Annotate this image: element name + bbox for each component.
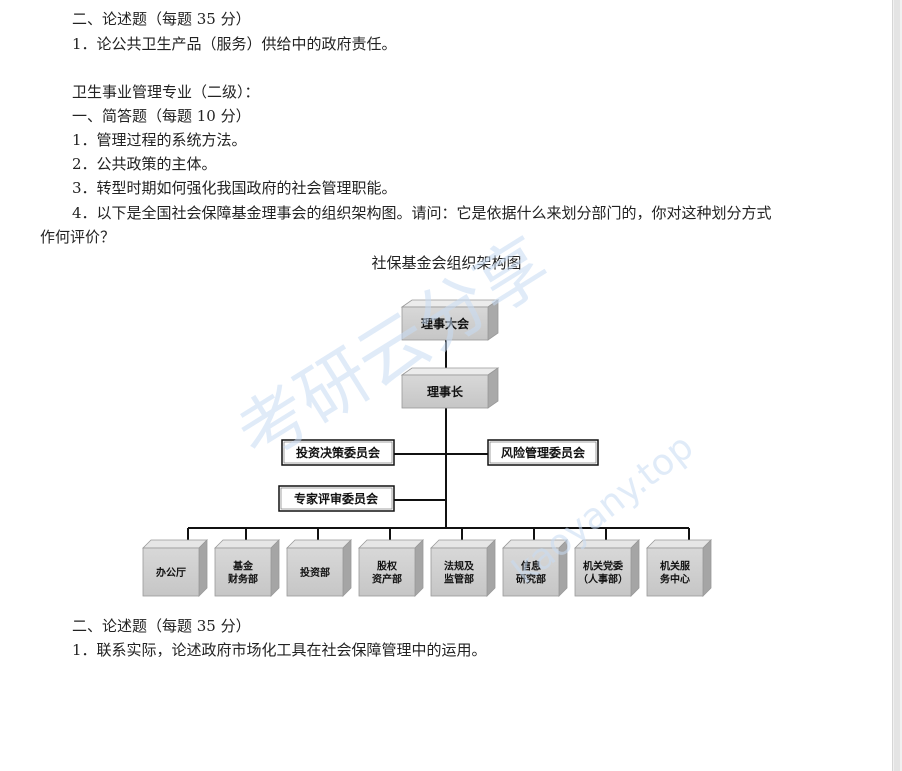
section-heading-short: 一、简答题（每题 10 分） (72, 107, 251, 125)
department-label: 务中心 (660, 573, 690, 586)
department-label: （人事部） (578, 573, 628, 586)
department-label: 基金 (232, 560, 254, 573)
board-label: 理事大会 (421, 316, 470, 331)
question-text: 1．论公共卫生产品（服务）供给中的政府责任。 (72, 35, 397, 53)
question-text: 3．转型时期如何强化我国政府的社会管理职能。 (72, 179, 397, 197)
department-label: 财务部 (227, 573, 258, 586)
department-label: 研究部 (516, 573, 546, 586)
department-label: 办公厅 (156, 566, 186, 579)
scrollbar-thumb[interactable] (894, 0, 900, 771)
expert-committee-box: 专家评审委员会 (278, 485, 395, 512)
department-label: 监管部 (444, 573, 474, 586)
vertical-scrollbar[interactable] (892, 0, 902, 771)
section-heading-essay: 二、论述题（每题 35 分） (72, 10, 251, 28)
chart-caption: 社保基金会组织架构图 (371, 254, 522, 272)
investment-committee-box: 投资决策委员会 (281, 439, 395, 466)
department-label: 机关党委 (583, 560, 624, 573)
chair-label: 理事长 (427, 384, 464, 399)
department-label: 股权 (377, 560, 398, 573)
department-label: 法规及 (444, 560, 475, 573)
department-box: 机关党委（人事部） (574, 539, 640, 597)
investment-committee-label: 投资决策委员会 (296, 445, 381, 460)
expert-committee-label: 专家评审委员会 (294, 491, 379, 506)
department-label: 机关服 (660, 560, 691, 573)
risk-committee-box: 风险管理委员会 (487, 439, 599, 466)
department-label: 投资部 (300, 566, 330, 579)
question-text: 1．联系实际，论述政府市场化工具在社会保障管理中的运用。 (72, 641, 487, 659)
question-text: 1．管理过程的系统方法。 (72, 131, 247, 149)
department-label: 信息 (521, 560, 541, 573)
question-text: 2．公共政策的主体。 (72, 155, 217, 173)
department-boxes: 办公厅基金财务部投资部股权资产部法规及监管部信息研究部机关党委（人事部）机关服务… (142, 539, 712, 597)
board-box: 理事大会 (400, 299, 500, 341)
risk-committee-label: 风险管理委员会 (501, 445, 586, 460)
question-text: 4．以下是全国社会保障基金理事会的组织架构图。请问：它是依据什么来划分部门的，你… (72, 204, 772, 222)
department-box: 投资部 (286, 539, 352, 597)
question-text-cont: 作何评价？ (40, 228, 116, 246)
department-box: 办公厅 (142, 539, 208, 597)
chair-box: 理事长 (400, 367, 500, 409)
department-label: 资产部 (372, 573, 402, 586)
major-heading: 卫生事业管理专业（二级）： (72, 83, 260, 101)
section-heading-essay: 二、论述题（每题 35 分） (72, 617, 251, 635)
